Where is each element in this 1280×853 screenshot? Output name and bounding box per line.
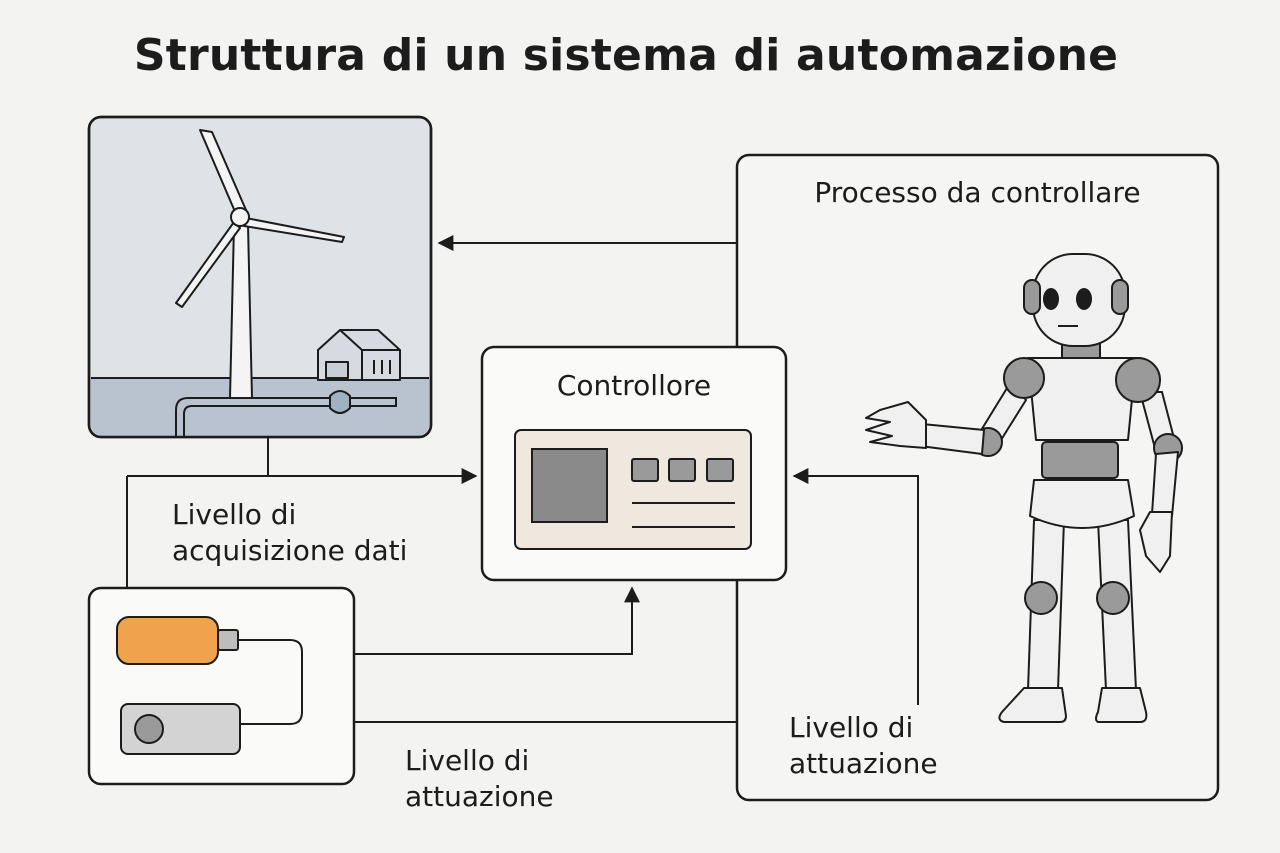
wind-turbine-icon: [175, 129, 345, 399]
acquisition-level-line2: acquisizione dati: [172, 534, 408, 567]
acquisition-level-line1: Livello di: [172, 498, 297, 531]
robot-icon: [865, 253, 1183, 723]
process-box: [735, 153, 1220, 802]
sensor-icon: [116, 616, 303, 725]
actuation-level-right-line2: attuazione: [789, 747, 938, 780]
controller-label: Controllore: [556, 369, 712, 402]
arrow-acquisition-to-controller: [267, 437, 478, 484]
scene-box: [87, 115, 433, 439]
process-label: Processo da controllare: [814, 176, 1141, 209]
connection-lines: [126, 235, 919, 723]
house-icon: [317, 329, 401, 381]
diagram-title: Struttura di un sistema di automazione: [133, 30, 1119, 81]
acquisition-level-label: Livello di acquisizione dati: [172, 497, 407, 569]
actuation-level-left-line1: Livello di: [405, 744, 530, 777]
pipe-icon: [175, 390, 397, 436]
arrow-actuation-to-controller: [792, 468, 919, 705]
control-panel-icon: [514, 429, 752, 550]
actuation-level-right-line1: Livello di: [789, 711, 914, 744]
actuator-icon: [120, 703, 241, 755]
actuation-level-left-label: Livello di attuazione: [405, 743, 554, 815]
actuation-level-right-label: Livello di attuazione: [789, 710, 938, 782]
actuation-level-left-line2: attuazione: [405, 780, 554, 813]
arrow-devices-to-controller: [354, 586, 640, 655]
